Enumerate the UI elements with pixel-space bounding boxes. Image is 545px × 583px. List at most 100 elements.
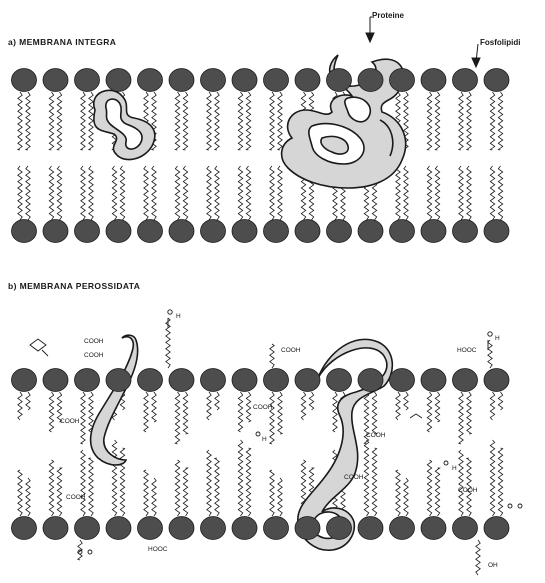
fatty-acid-tail xyxy=(372,392,376,434)
fatty-acid-tail xyxy=(270,344,274,368)
phospholipid-head xyxy=(421,220,446,243)
phospholipid-head xyxy=(12,69,37,92)
fatty-acid-tail xyxy=(207,392,211,420)
fatty-acid-tail xyxy=(89,166,93,220)
phospholipid-head xyxy=(75,369,100,392)
fatty-acid-tail xyxy=(404,392,408,410)
phospholipid-head xyxy=(295,69,320,92)
fatty-acid-tail xyxy=(427,166,431,220)
fatty-acid-tail xyxy=(301,392,305,420)
fatty-acid-tail xyxy=(112,440,116,516)
fatty-acid-tail xyxy=(112,166,116,220)
h-group: H xyxy=(452,465,457,472)
fatty-acid-tail xyxy=(207,166,211,220)
h-group: H xyxy=(176,313,181,320)
fatty-acid-tail xyxy=(490,392,494,420)
phospholipid-head xyxy=(295,517,320,540)
fatty-acid-tail xyxy=(498,392,502,410)
phospholipid-head xyxy=(12,220,37,243)
phospholipid-head xyxy=(138,517,163,540)
phospholipid-head xyxy=(12,517,37,540)
fatty-acid-tail xyxy=(427,460,431,516)
fatty-acid-tail xyxy=(459,92,463,150)
phospholipid-head xyxy=(201,220,226,243)
phospholipid-head xyxy=(43,369,68,392)
fatty-acid-tail xyxy=(215,166,219,220)
phospholipid-head xyxy=(390,369,415,392)
fatty-acid-tail xyxy=(26,92,30,150)
phospholipid-head xyxy=(138,369,163,392)
fatty-acid-tail xyxy=(89,92,93,150)
fatty-acid-tail xyxy=(26,392,30,410)
fatty-acid-tail xyxy=(81,166,85,220)
phospholipid-head xyxy=(484,69,509,92)
fatty-acid-tail xyxy=(207,450,211,516)
fatty-acid-tail xyxy=(49,392,53,432)
phospholipid-head xyxy=(390,220,415,243)
phospholipid-head xyxy=(201,369,226,392)
phospholipid-head xyxy=(421,69,446,92)
phospholipid-head xyxy=(201,69,226,92)
fatty-acid-tail xyxy=(81,392,85,444)
phospholipid-head xyxy=(390,517,415,540)
fatty-acid-tail xyxy=(278,392,282,434)
fatty-acid-tail xyxy=(238,392,242,432)
phospholipid-head xyxy=(75,69,100,92)
phospholipid-head xyxy=(12,369,37,392)
phospholipid-head xyxy=(390,69,415,92)
phospholipid-head xyxy=(327,220,352,243)
fatty-acid-tail xyxy=(270,392,274,444)
fatty-acid-tail xyxy=(372,448,376,516)
fatty-acid-tail xyxy=(183,468,187,516)
fatty-acid-tail xyxy=(278,478,282,516)
fatty-acid-tail xyxy=(396,470,400,516)
phospholipid-head xyxy=(358,69,383,92)
fatty-acid-tail xyxy=(246,392,250,422)
phospholipid-head xyxy=(264,369,289,392)
phospholipid-head xyxy=(327,69,352,92)
fatty-acid-tail xyxy=(57,92,61,150)
hooc-group: HOOC xyxy=(457,347,477,354)
phospholipid-head xyxy=(453,220,478,243)
phospholipid-head xyxy=(232,369,257,392)
fatty-acid-tail xyxy=(435,468,439,516)
fatty-acid-tail xyxy=(49,460,53,516)
fatty-acid-tail xyxy=(476,540,480,575)
phospholipid-head xyxy=(169,69,194,92)
phospholipid-head xyxy=(169,220,194,243)
phospholipid-head xyxy=(295,220,320,243)
phospholipid-head xyxy=(138,69,163,92)
fatty-acid-tail xyxy=(57,468,61,516)
phospholipid-head xyxy=(232,69,257,92)
fatty-acid-tail xyxy=(459,450,463,516)
fatty-acid-tail xyxy=(278,92,282,150)
cooh-group: COOH xyxy=(84,352,104,359)
fatty-acid-tail xyxy=(152,166,156,220)
fatty-acid-tail xyxy=(246,166,250,220)
cooh-group: COOH xyxy=(344,474,364,481)
phospholipid-head xyxy=(327,369,352,392)
fatty-acid-tail xyxy=(459,392,463,444)
fatty-acid-tail xyxy=(404,478,408,516)
fatty-acid-tail xyxy=(490,440,494,516)
phospholipid-head xyxy=(484,517,509,540)
fatty-acid-tail xyxy=(81,450,85,516)
fatty-acid-tail xyxy=(396,166,400,220)
phospholipid-head xyxy=(484,369,509,392)
phospholipid-head xyxy=(327,517,352,540)
fatty-acid-tail xyxy=(238,166,242,220)
phospholipid-head xyxy=(358,517,383,540)
phospholipid-head xyxy=(421,369,446,392)
phospholipid-head xyxy=(106,517,131,540)
fatty-acid-tail xyxy=(183,166,187,220)
proteins-arrowhead xyxy=(366,33,374,42)
phospholipid-head xyxy=(453,69,478,92)
phospholipid-head xyxy=(43,69,68,92)
fatty-acid-tail xyxy=(18,92,22,150)
fatty-acid-tail xyxy=(183,392,187,434)
fatty-acid-tail xyxy=(207,92,211,150)
phospholipid-head xyxy=(264,69,289,92)
phospholipid-head xyxy=(169,369,194,392)
fatty-acid-tail xyxy=(435,392,439,422)
